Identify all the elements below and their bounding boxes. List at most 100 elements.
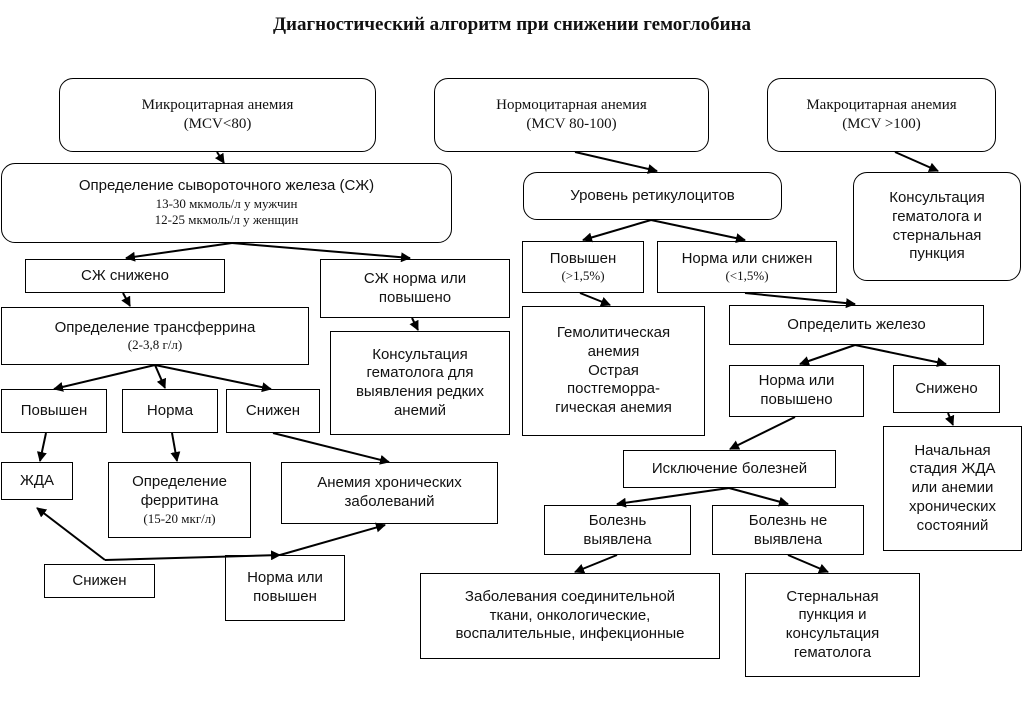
node-text: 13-30 мкмоль/л у мужчин [155, 196, 298, 212]
node-text: Консультация [889, 189, 985, 206]
disease-found-node: Болезнь выявлена [544, 505, 691, 555]
arrow [650, 219, 746, 244]
arrow [894, 151, 939, 172]
node-text: Стернальная [786, 587, 879, 605]
node-text: воспалительные, инфекционные [455, 625, 685, 643]
node-text: или анемии [911, 479, 994, 497]
sternal-puncture-node: Стернальная пункция и консультация гемат… [745, 573, 920, 677]
arrow [154, 364, 272, 393]
ida-node: ЖДА [1, 462, 73, 500]
node-text: Консультация [372, 345, 468, 363]
arrow [944, 412, 955, 426]
node-text: гематолога для [366, 364, 474, 382]
ferritin-normal-node: Норма или повышен [225, 555, 345, 621]
microcytic-anemia-node: Микроцитарная анемия (MCV<80) [59, 78, 376, 152]
exclude-diseases-node: Исключение болезней [623, 450, 836, 488]
node-text: повышен [253, 588, 317, 605]
node-text: (MCV >100) [842, 116, 921, 132]
arrow [744, 292, 856, 309]
arrow [579, 292, 611, 307]
arrow [125, 242, 233, 262]
serum-iron-node: Определение сывороточного железа (СЖ) 13… [1, 163, 452, 243]
node-text: Гемолитическая [556, 324, 671, 342]
node-text: Норма или снижен [681, 249, 813, 267]
macrocytic-anemia-node: Макроцитарная анемия (MCV >100) [767, 78, 996, 152]
ferritin-low-node: Снижен [44, 564, 155, 598]
node-text: пункция и [798, 606, 867, 624]
node-text: стадия ЖДА [909, 460, 996, 478]
iron-decreased-node: Снижено [893, 365, 1000, 413]
node-text: Определить железо [787, 315, 926, 333]
iron-low-node: СЖ снижено [25, 259, 225, 293]
node-text: анемий [393, 401, 447, 419]
node-text: СЖ снижено [80, 266, 169, 284]
arrow [104, 550, 281, 561]
node-text: Макроцитарная анемия [806, 97, 957, 114]
macro-consultation-node: Консультация гематолога и стернальная пу… [853, 172, 1021, 281]
node-text: Болезнь не [748, 512, 828, 529]
node-text: Болезнь [588, 512, 647, 529]
arrow [231, 242, 411, 263]
node-text: (<1,5%) [725, 268, 769, 284]
node-text: повышено [378, 288, 452, 306]
node-text: Норма или [758, 372, 835, 390]
node-text: гематолога и [892, 207, 982, 225]
transferrin-normal-node: Норма [122, 389, 218, 433]
transferrin-high-node: Повышен [1, 389, 107, 433]
node-text: СЖ норма или [363, 269, 467, 287]
node-text: стернальная [892, 226, 982, 244]
chronic-disease-anemia-node: Анемия хронических заболеваний [281, 462, 498, 524]
hemolytic-anemia-node: Гемолитическая анемия Острая постгеморра… [522, 306, 705, 436]
arrow [616, 487, 730, 508]
node-text: (>1,5%) [561, 268, 605, 284]
node-text: Повышен [549, 249, 617, 267]
node-text: Норма или [247, 569, 323, 587]
node-text: гематолога [793, 643, 872, 661]
node-text: (15-20 мкг/л) [143, 510, 216, 526]
arrow [170, 432, 181, 462]
diagram-title: Диагностический алгоритм при снижении ге… [272, 14, 752, 35]
node-text: Норма [146, 401, 194, 419]
node-text: выявлена [583, 530, 652, 548]
node-text: повышено [760, 391, 833, 408]
arrow [272, 432, 390, 465]
rare-anemia-consultation-node: Консультация гематолога для выявления ре… [330, 331, 510, 435]
node-text: гическая анемия [555, 399, 672, 417]
node-text: выявления редких [355, 383, 485, 400]
arrow [787, 554, 829, 574]
determine-iron-node: Определить железо [729, 305, 984, 345]
node-text: заболеваний [344, 493, 435, 510]
arrow [854, 344, 947, 368]
node-text: (MCV<80) [183, 116, 252, 132]
arrow [582, 219, 652, 243]
node-text: Определение сывороточного железа (СЖ) [78, 177, 375, 195]
normocytic-anemia-node: Нормоцитарная анемия (MCV 80-100) [434, 78, 709, 152]
node-text: хронических [909, 497, 996, 515]
node-text: (2-3,8 г/л) [127, 337, 183, 353]
node-text: Снижен [245, 401, 301, 419]
arrow [574, 151, 658, 174]
arrow [121, 292, 131, 307]
arrow [729, 416, 796, 450]
node-text: Снижен [72, 571, 127, 589]
arrow [214, 151, 225, 164]
node-text: пункция [909, 245, 965, 263]
node-text: Острая [588, 361, 639, 379]
node-text: консультация [785, 625, 880, 642]
arrow [53, 364, 156, 392]
node-text: Нормоцитарная анемия [496, 97, 647, 114]
early-ida-node: Начальная стадия ЖДА или анемии хроничес… [883, 426, 1022, 551]
node-text: Определение [132, 473, 227, 491]
node-text: ЖДА [19, 471, 54, 489]
reticulocyte-normal-node: Норма или снижен (<1,5%) [657, 241, 837, 293]
node-text: состояний [916, 516, 989, 534]
node-text: Микроцитарная анемия [141, 97, 294, 114]
iron-normal-or-high-node: Норма или повышено [729, 365, 864, 417]
node-text: (MCV 80-100) [526, 116, 617, 132]
ferritin-node: Определение ферритина (15-20 мкг/л) [108, 462, 251, 538]
node-text: Повышен [20, 401, 88, 419]
arrow [154, 364, 166, 389]
node-text: выявлена [753, 530, 823, 548]
node-text: ткани, онкологические, [489, 606, 651, 624]
disease-not-found-node: Болезнь не выявлена [712, 505, 864, 555]
